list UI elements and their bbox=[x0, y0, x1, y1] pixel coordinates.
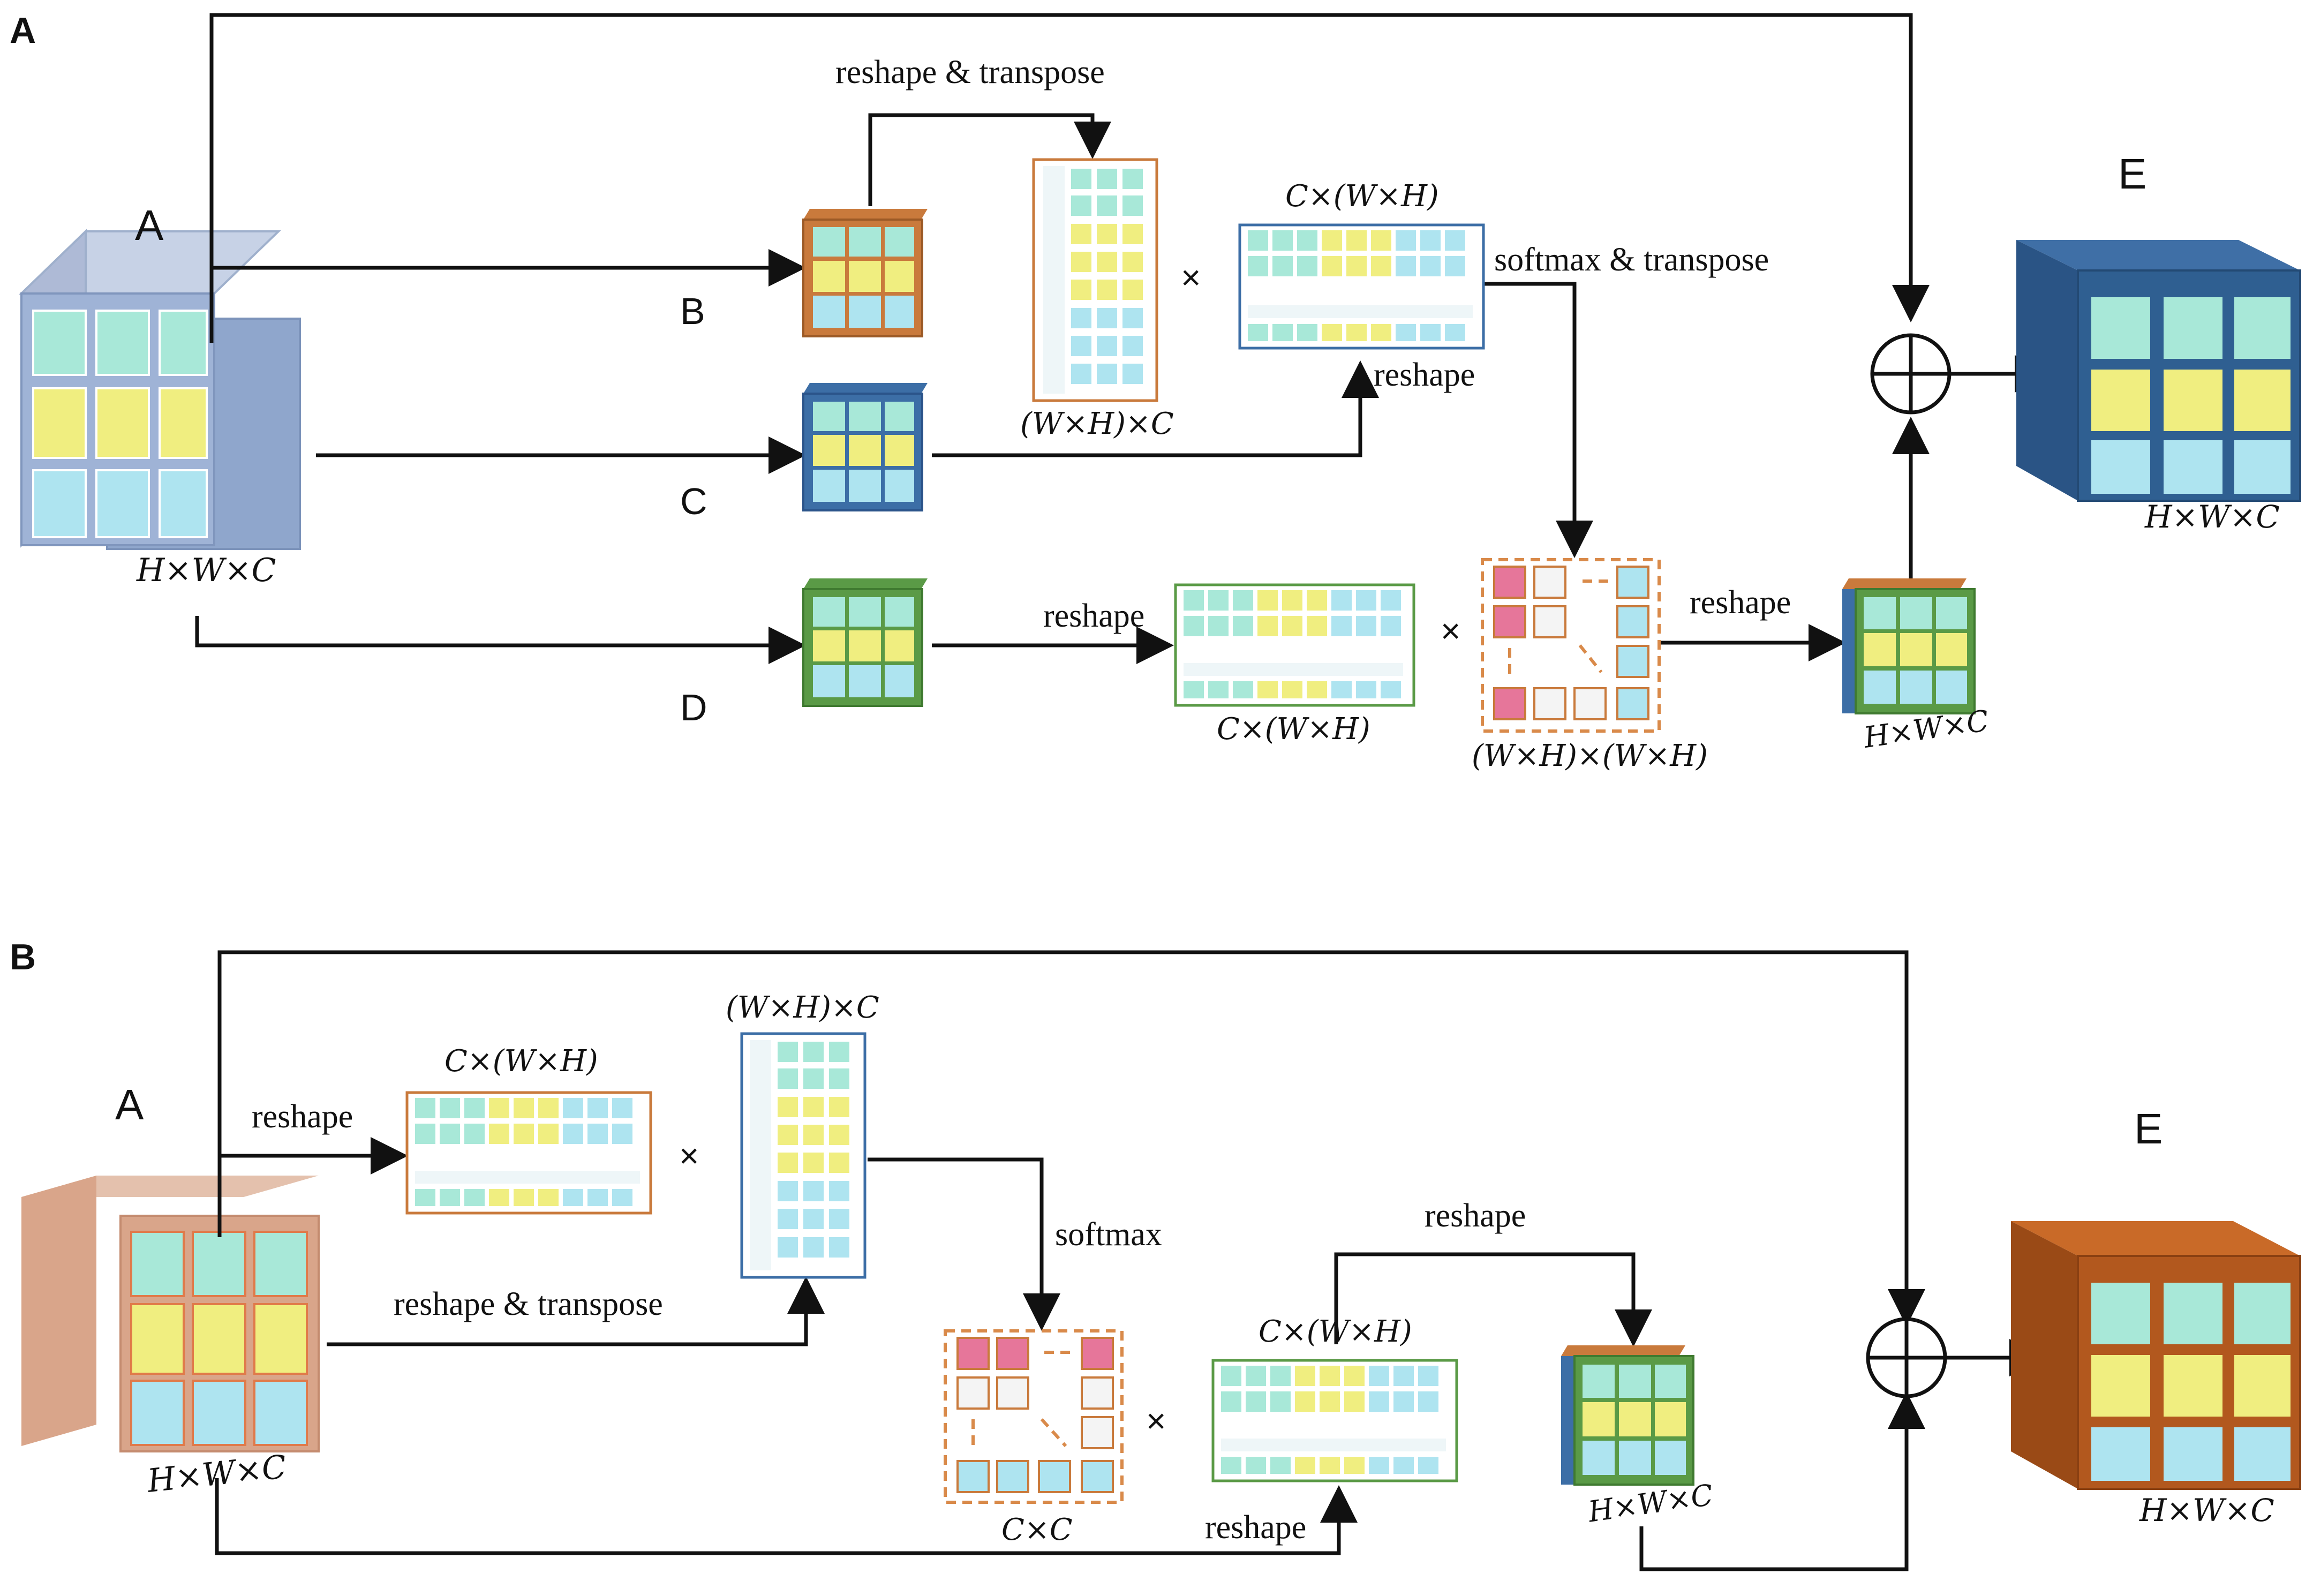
small-output-map-a bbox=[1842, 578, 1976, 714]
panel-a-wire-d bbox=[195, 616, 806, 664]
panel-b-wire-softmax bbox=[868, 1157, 1060, 1331]
feature-map-b bbox=[802, 209, 928, 337]
panel-b-output-shape: H×W×C bbox=[2139, 1492, 2274, 1529]
branch-b-label: B bbox=[680, 290, 705, 332]
panel-b-matrix-wh-c-label: (W×H)×C bbox=[726, 990, 879, 1025]
cube-cells bbox=[32, 310, 208, 538]
matrix-c-wh-bottom-label: C×(W×H) bbox=[1217, 712, 1370, 747]
multiply-sign-b1: × bbox=[679, 1136, 699, 1175]
panel-b-wire-up-to-sum bbox=[1639, 1391, 1925, 1571]
panel-b: B A H×W×C bbox=[10, 937, 2301, 1571]
panel-b-matrix-wh-c bbox=[740, 1032, 867, 1279]
multiply-sign-b2: × bbox=[1146, 1402, 1166, 1440]
matrix-wh-c bbox=[1032, 158, 1158, 402]
panel-b-letter: B bbox=[10, 937, 36, 977]
panel-b-op-reshape-top: reshape bbox=[252, 1098, 353, 1135]
panel-b-output-cube bbox=[2011, 1221, 2301, 1490]
panel-b-op-reshape-bottom: reshape bbox=[1205, 1509, 1306, 1546]
multiply-sign-a2: × bbox=[1441, 612, 1460, 650]
panel-b-wire-reshape-mid bbox=[1334, 1252, 1652, 1347]
matrix-wh-wh-label: (W×H)×(W×H) bbox=[1472, 739, 1708, 773]
panel-b-skip-connection bbox=[217, 950, 1925, 1327]
panel-b-wire-reshape-bottom bbox=[215, 1478, 1358, 1555]
matrix-c-wh-top bbox=[1238, 223, 1485, 350]
panel-a: A A H×W×C bbox=[10, 10, 2301, 773]
panel-a-skip-connection bbox=[209, 13, 1930, 343]
attention-matrix-border bbox=[1481, 558, 1661, 733]
panel-b-matrix-c-wh bbox=[405, 1091, 652, 1215]
panel-a-output-cube bbox=[2016, 240, 2301, 502]
panel-a-wire-reshape-transpose bbox=[868, 113, 1111, 206]
panel-a-letter: A bbox=[10, 10, 36, 51]
panel-b-output-label: E bbox=[2134, 1105, 2163, 1153]
matrix-wh-c-label: (W×H)×C bbox=[1020, 406, 1174, 441]
op-reshape-c: reshape bbox=[1374, 357, 1475, 393]
branch-c-label: C bbox=[680, 480, 707, 522]
matrix-wh-wh bbox=[1481, 558, 1661, 733]
panel-a-input-shape: H×W×C bbox=[136, 552, 276, 589]
panel-a-input-label: A bbox=[135, 201, 164, 249]
panel-b-op-reshape-transpose: reshape & transpose bbox=[394, 1286, 663, 1322]
panel-a-wire-reshape-c bbox=[932, 360, 1379, 457]
matrix-c-wh-bottom bbox=[1174, 583, 1415, 707]
panel-b-wire-reshape-transpose bbox=[327, 1276, 825, 1346]
panel-b-matrix-c-c-label: C×C bbox=[1001, 1512, 1073, 1547]
op-reshape-d: reshape bbox=[1043, 598, 1144, 634]
panel-a-output-shape: H×W×C bbox=[2144, 499, 2280, 535]
panel-a-input-cube bbox=[19, 229, 301, 550]
panel-b-matrix-c-wh-2 bbox=[1211, 1359, 1458, 1482]
panel-b-matrix-c-wh-2-label: C×(W×H) bbox=[1259, 1314, 1412, 1349]
panel-b-matrix-c-wh-label: C×(W×H) bbox=[444, 1044, 598, 1079]
panel-b-input-label: A bbox=[115, 1081, 144, 1128]
panel-a-sum-node bbox=[1870, 333, 1952, 415]
panel-b-sum-node bbox=[1866, 1317, 1947, 1398]
panel-a-output-label: E bbox=[2118, 150, 2146, 198]
small-output-map-b bbox=[1561, 1345, 1694, 1486]
op-softmax-transpose: softmax & transpose bbox=[1494, 242, 1769, 278]
branch-d-label: D bbox=[680, 687, 707, 728]
op-reshape-transpose-a: reshape & transpose bbox=[835, 54, 1105, 91]
op-reshape-out: reshape bbox=[1690, 584, 1791, 621]
panel-b-op-reshape-mid: reshape bbox=[1425, 1198, 1526, 1234]
multiply-sign-a1: × bbox=[1181, 258, 1201, 297]
feature-map-c bbox=[802, 383, 928, 511]
matrix-c-wh-top-label: C×(W×H) bbox=[1285, 179, 1439, 214]
feature-map-d bbox=[802, 578, 928, 707]
panel-b-input-cube bbox=[21, 1176, 320, 1452]
panel-b-matrix-c-c bbox=[944, 1329, 1124, 1504]
panel-b-op-softmax: softmax bbox=[1055, 1216, 1162, 1253]
panel-a-wire-softmax bbox=[1483, 282, 1593, 558]
